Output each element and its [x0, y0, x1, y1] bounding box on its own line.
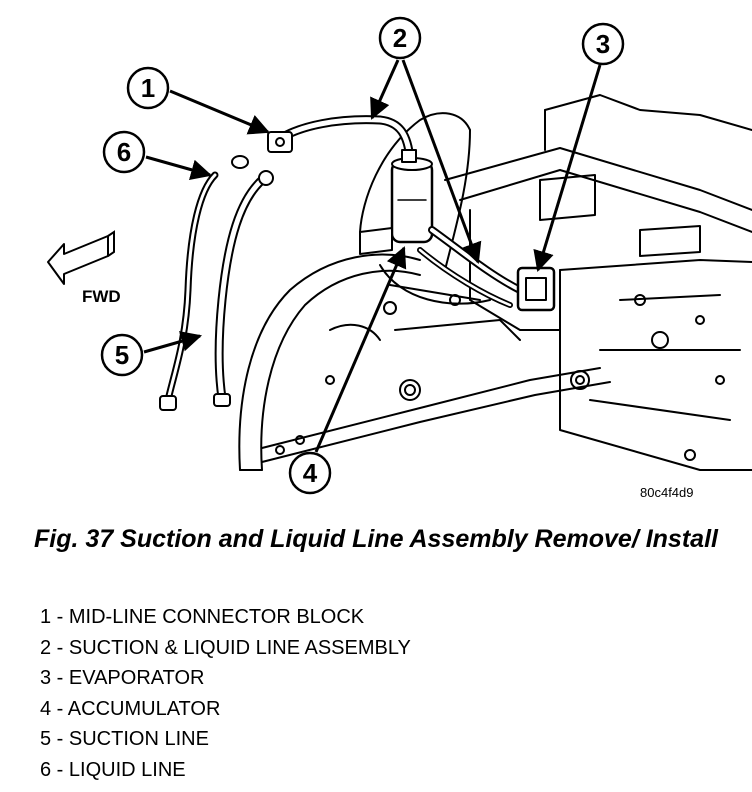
line-assembly	[159, 115, 556, 411]
svg-text:2: 2	[393, 23, 407, 53]
fwd-label: FWD	[82, 287, 121, 306]
svg-text:6: 6	[117, 137, 131, 167]
leader-3	[533, 64, 602, 273]
leader-6	[145, 155, 213, 180]
legend-item: 6 - LIQUID LINE	[40, 758, 186, 781]
vehicle-body-structure	[238, 94, 752, 471]
leader-2a	[370, 59, 400, 120]
leader-lines	[143, 59, 602, 453]
callout-3: 3	[581, 22, 625, 66]
leader-1	[169, 89, 270, 135]
callout-2: 2	[378, 16, 422, 60]
figure-code: 80c4f4d9	[640, 485, 694, 500]
legend-item: 4 - ACCUMULATOR	[40, 697, 221, 720]
figure-caption: Fig. 37 Suction and Liquid Line Assembly…	[34, 525, 718, 553]
callout-4: 4	[288, 451, 332, 495]
svg-text:5: 5	[115, 340, 129, 370]
svg-text:3: 3	[596, 29, 610, 59]
legend-item: 5 - SUCTION LINE	[40, 728, 209, 750]
accumulator	[390, 160, 434, 244]
callouts: 1 2 3 4 5 6	[100, 16, 625, 495]
svg-text:4: 4	[303, 458, 318, 488]
legend-item: 3 - EVAPORATOR	[40, 667, 205, 689]
leader-4	[314, 246, 407, 453]
callout-1: 1	[126, 66, 170, 110]
line-assembly-diagram: FWD 1 2 3 4 5	[47, 16, 752, 500]
svg-text:1: 1	[141, 73, 155, 103]
legend-list: 1 - MID-LINE CONNECTOR BLOCK 2 - SUCTION…	[40, 602, 700, 785]
callout-6: 6	[102, 130, 146, 174]
leader-2b	[401, 59, 482, 264]
forward-direction-arrow: FWD	[47, 230, 121, 306]
legend-item: 2 - SUCTION & LIQUID LINE ASSEMBLY	[40, 636, 411, 659]
callout-5: 5	[100, 333, 144, 377]
legend-item: 1 - MID-LINE CONNECTOR BLOCK	[40, 606, 365, 628]
mid-line-connector-block	[267, 131, 293, 153]
leader-5	[143, 331, 203, 354]
